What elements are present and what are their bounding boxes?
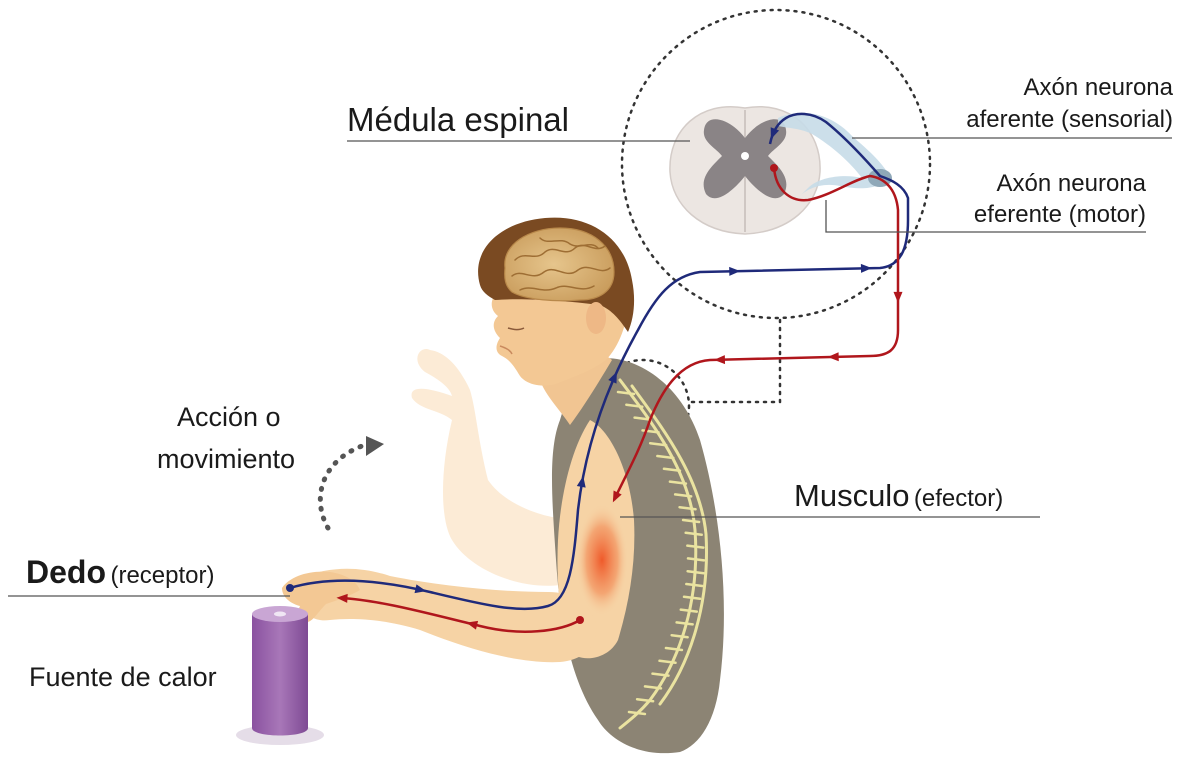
pathway-arrowhead <box>770 127 780 140</box>
muscle-label-main: Musculo <box>794 478 910 513</box>
efferent-label-line2: eferente (motor) <box>973 201 1146 228</box>
efferent-label-line1: Axón neurona <box>996 170 1146 197</box>
vertebra <box>685 582 704 588</box>
heat-source-label: Fuente de calor <box>29 662 217 692</box>
vertebra <box>616 390 636 396</box>
afferent-label-line2: aferente (sensorial) <box>966 106 1173 133</box>
eye <box>507 327 525 331</box>
muscle-label: Musculo (efector) <box>794 480 1003 511</box>
vertebra <box>662 467 682 473</box>
vertebra <box>678 505 697 511</box>
vertebra <box>675 621 694 626</box>
spine <box>618 378 708 730</box>
afferent-label-line1: Axón neurona <box>1023 74 1173 101</box>
vertebra <box>651 672 670 677</box>
vertebra <box>658 659 677 665</box>
pathway-arrows <box>336 127 903 630</box>
afferent-pathway <box>289 112 910 611</box>
vertebra <box>682 595 702 601</box>
curved-dotted-arrow-icon <box>317 436 384 531</box>
pathway-arrowhead <box>729 266 741 276</box>
vertebra <box>664 646 684 652</box>
efferent-pathway <box>612 167 900 501</box>
finger-label-main: Dedo <box>26 554 106 590</box>
pathway-arrowhead <box>466 620 479 630</box>
finger-label-sub: (receptor) <box>110 562 215 589</box>
vertebra <box>679 608 699 613</box>
finger-label: Dedo (receptor) <box>26 556 214 588</box>
motor-neuron-dot <box>770 164 778 172</box>
pathway-arrowhead <box>860 263 872 273</box>
vertebra <box>686 557 706 562</box>
pathway-arrowhead <box>827 352 839 362</box>
nose <box>499 345 513 355</box>
vertebra <box>648 441 668 447</box>
pathway-arrowhead <box>414 584 427 594</box>
muscle-label-sub: (efector) <box>913 485 1004 512</box>
pathway-arrowhead <box>576 475 586 488</box>
vertebra <box>625 403 644 409</box>
vertebra <box>635 697 655 703</box>
action-label-line1: Acción o <box>177 402 281 432</box>
vertebra <box>656 454 675 460</box>
vertebra <box>670 633 689 639</box>
leader-lines <box>8 137 1172 597</box>
zoom-circle <box>620 8 932 320</box>
vertebra <box>673 493 693 498</box>
vertebrae <box>616 390 706 716</box>
pathway-arrowhead <box>608 371 617 384</box>
ear <box>586 302 606 334</box>
pathway-arrowhead <box>893 291 903 303</box>
forearm <box>295 568 597 663</box>
vertebra <box>643 685 663 690</box>
muscle-dot <box>576 616 584 624</box>
vertebra <box>627 710 647 716</box>
vertebra <box>681 518 701 524</box>
receptor-dot <box>286 584 294 592</box>
spinal-cord-section <box>669 106 821 235</box>
pathway-arrowhead <box>336 593 348 603</box>
brain-folds <box>511 237 611 291</box>
raised-arm-ghost <box>411 349 580 586</box>
vertebra <box>684 531 703 537</box>
efferent-pathway-arm <box>339 596 581 633</box>
pathway-arrowhead <box>713 355 726 365</box>
action-label-line2: movimiento <box>157 444 296 474</box>
vertebra <box>633 416 652 421</box>
spinal-cord-label: Médula espinal <box>347 101 569 138</box>
heat-source-cylinder <box>236 606 324 745</box>
vertebra <box>668 480 688 485</box>
muscle-effector <box>576 504 628 616</box>
pathway-arrowhead <box>612 490 622 503</box>
vertebra <box>686 544 705 549</box>
vertebra <box>686 569 705 575</box>
zoom-connector <box>688 318 782 404</box>
